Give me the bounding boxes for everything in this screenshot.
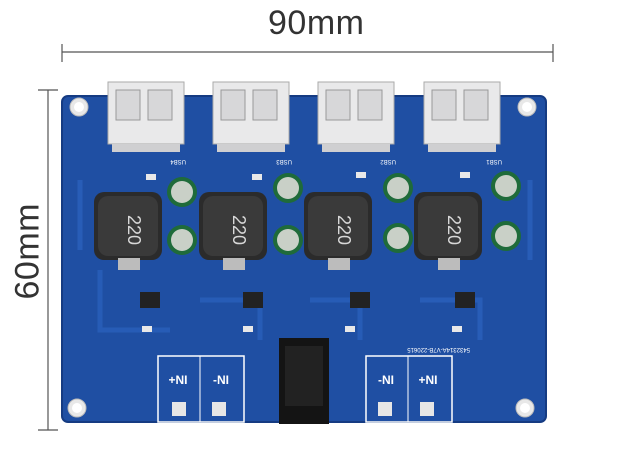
terminal-right-minus-label: -NI — [378, 373, 394, 387]
usb-port-1 — [423, 81, 501, 152]
terminal-right-plus-label: +NI — [418, 373, 437, 387]
width-dimension-line — [61, 44, 554, 62]
width-dimension-label: 90mm — [268, 4, 365, 42]
inductor-3-marking: 220 — [334, 215, 354, 245]
capacitors — [167, 171, 521, 255]
board-code-label: 5432314A-V7B-220615 — [407, 346, 470, 352]
usb-port-3 — [212, 81, 290, 152]
usb2-label: USB2 — [380, 158, 396, 164]
dc-jack — [279, 338, 329, 424]
mounting-holes — [67, 97, 537, 418]
inductor-4 — [414, 192, 482, 270]
usb4-label: USB4 — [170, 158, 186, 164]
usb-port-4 — [107, 81, 185, 152]
inductor-2 — [199, 192, 267, 270]
smd-components — [142, 172, 470, 332]
usb-port-2 — [317, 81, 395, 152]
ics — [140, 292, 475, 308]
inductor-1 — [94, 192, 162, 270]
inductor-1-marking: 220 — [124, 215, 144, 245]
inductor-2-marking: 220 — [229, 215, 249, 245]
usb-ports — [107, 81, 501, 152]
inductor-3 — [304, 192, 372, 270]
terminal-area-left — [157, 355, 245, 423]
usb1-label: USB1 — [486, 158, 502, 164]
inductor-4-marking: 220 — [444, 215, 464, 245]
terminal-area-right — [365, 355, 453, 423]
height-dimension-line — [38, 89, 58, 431]
usb3-label: USB3 — [276, 158, 292, 164]
inductors — [94, 192, 482, 270]
terminal-left-plus-label: +NI — [168, 373, 187, 387]
terminal-left-minus-label: -NI — [213, 373, 229, 387]
